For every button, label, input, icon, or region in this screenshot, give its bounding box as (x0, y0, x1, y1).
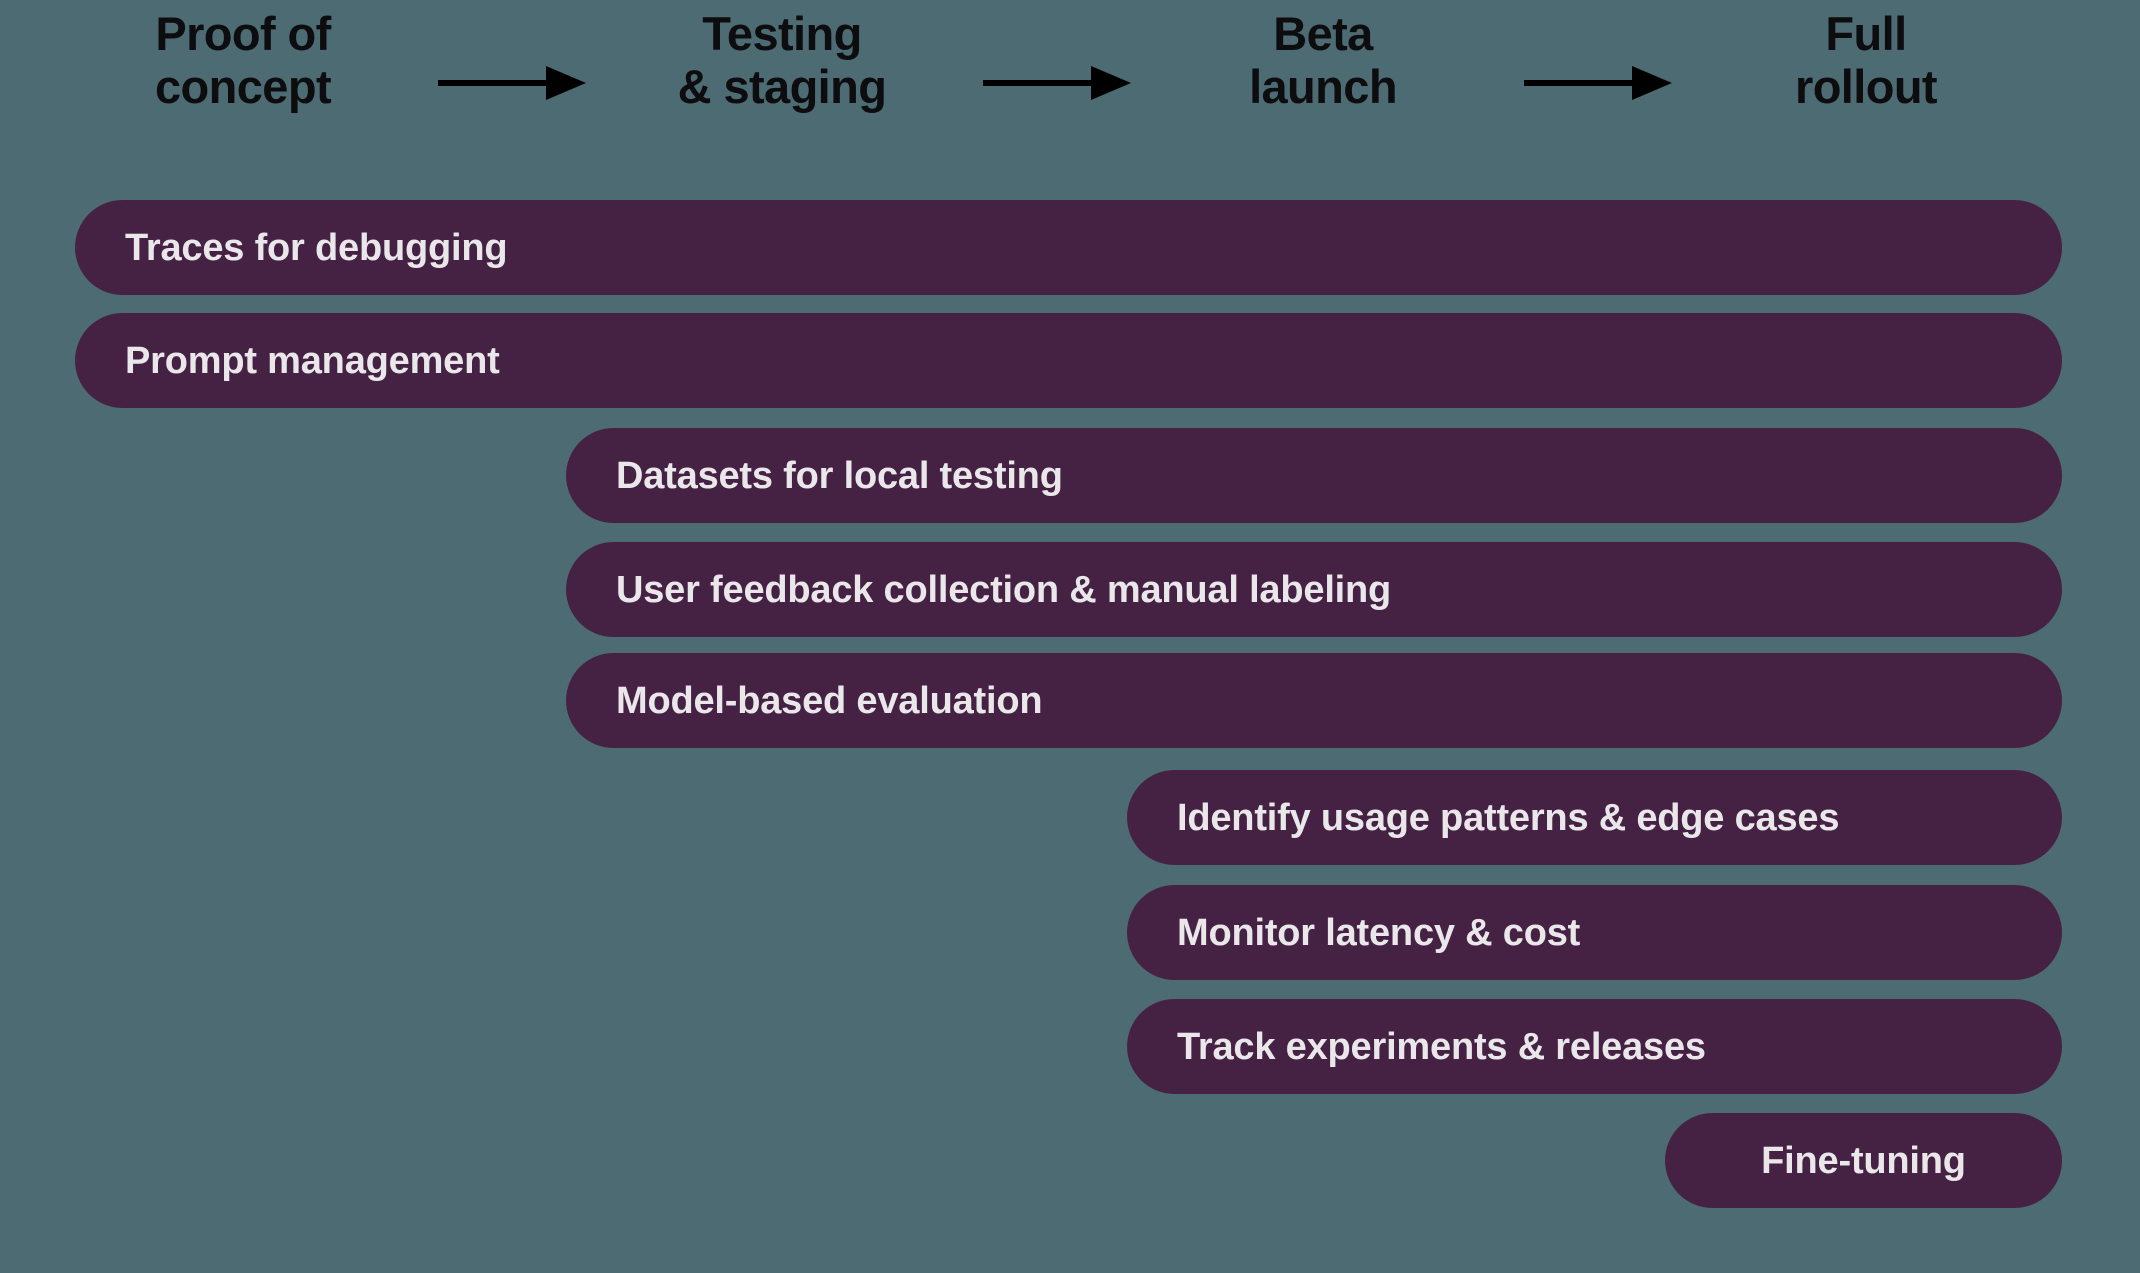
capability-bar-label: Traces for debugging (125, 226, 508, 269)
capability-bar-label: Track experiments & releases (1177, 1025, 1706, 1068)
arrow-beta-to-rollout-icon (1524, 62, 1674, 104)
capability-bar-label: Prompt management (125, 339, 500, 382)
capability-bar[interactable]: Track experiments & releases (1127, 999, 2062, 1094)
arrow-testing-to-beta-icon (983, 62, 1133, 104)
arrow-poc-to-testing-icon (438, 62, 588, 104)
capability-bar[interactable]: Identify usage patterns & edge cases (1127, 770, 2062, 865)
stage-label-4: Full rollout (1795, 7, 1938, 113)
capability-bar-label: Monitor latency & cost (1177, 911, 1581, 954)
capability-bar[interactable]: Fine-tuning (1665, 1113, 2062, 1208)
capability-bar[interactable]: Model-based evaluation (566, 653, 2062, 748)
capability-bar-label: Model-based evaluation (616, 679, 1043, 722)
capability-bar-label: Datasets for local testing (616, 454, 1063, 497)
stage-label-1: Proof of concept (155, 7, 332, 113)
capability-bar[interactable]: Monitor latency & cost (1127, 885, 2062, 980)
capability-bar[interactable]: Prompt management (75, 313, 2062, 408)
stage-label-3: Beta launch (1249, 7, 1397, 113)
capability-bar[interactable]: Traces for debugging (75, 200, 2062, 295)
capability-bar-label: User feedback collection & manual labeli… (616, 568, 1392, 611)
capability-bar[interactable]: User feedback collection & manual labeli… (566, 542, 2062, 637)
capability-bar[interactable]: Datasets for local testing (566, 428, 2062, 523)
stage-label-2: Testing & staging (677, 7, 887, 113)
capability-bar-label: Identify usage patterns & edge cases (1177, 796, 1840, 839)
capability-bar-label: Fine-tuning (1761, 1139, 1966, 1182)
